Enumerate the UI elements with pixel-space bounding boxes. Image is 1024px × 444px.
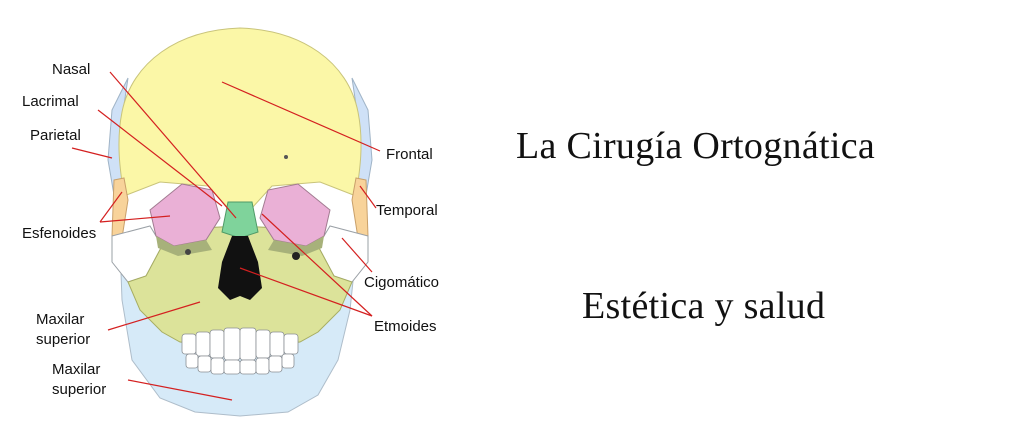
page-title: La Cirugía Ortognática bbox=[516, 125, 876, 167]
label-etmoides: Etmoides bbox=[374, 318, 437, 335]
teeth bbox=[181, 327, 299, 375]
label-esfenoides: Esfenoides bbox=[22, 225, 96, 242]
label-maxilar-superior-2-line2: superior bbox=[52, 381, 106, 398]
temporal-left bbox=[111, 177, 129, 239]
label-maxilar-superior-2-line1: Maxilar bbox=[52, 361, 100, 378]
leader-lacrimal bbox=[97, 109, 223, 207]
label-maxilar-superior-1-line2: superior bbox=[36, 331, 90, 348]
frontal-bone bbox=[118, 27, 362, 209]
leader-maxilar-2 bbox=[127, 379, 233, 401]
leader-lines bbox=[71, 71, 381, 401]
temporal-right bbox=[351, 177, 369, 239]
label-parietal: Parietal bbox=[30, 127, 81, 144]
foramen-right bbox=[292, 252, 300, 260]
foramen-top bbox=[284, 155, 288, 159]
orbit-shadow-left bbox=[156, 236, 212, 256]
leader-maxilar-1 bbox=[107, 301, 201, 331]
leader-nasal bbox=[109, 71, 237, 219]
leader-frontal bbox=[221, 81, 381, 152]
label-temporal: Temporal bbox=[376, 202, 438, 219]
label-frontal: Frontal bbox=[386, 146, 433, 163]
label-lacrimal: Lacrimal bbox=[22, 93, 79, 110]
leader-parietal bbox=[71, 147, 113, 159]
page-subtitle: Estética y salud bbox=[582, 285, 826, 327]
label-cigomatico: Cigomático bbox=[364, 274, 439, 291]
leader-esfenoides-b bbox=[99, 191, 123, 223]
leader-etmoides-b bbox=[239, 267, 373, 317]
leader-cigomatico bbox=[341, 237, 373, 273]
leader-temporal bbox=[359, 185, 377, 209]
leader-etmoides-a bbox=[261, 213, 373, 317]
label-maxilar-superior-1-line1: Maxilar bbox=[36, 311, 84, 328]
leader-esfenoides-a bbox=[99, 215, 171, 223]
nasal-bone bbox=[221, 201, 259, 239]
foramen-left bbox=[185, 249, 191, 255]
label-nasal: Nasal bbox=[52, 61, 90, 78]
